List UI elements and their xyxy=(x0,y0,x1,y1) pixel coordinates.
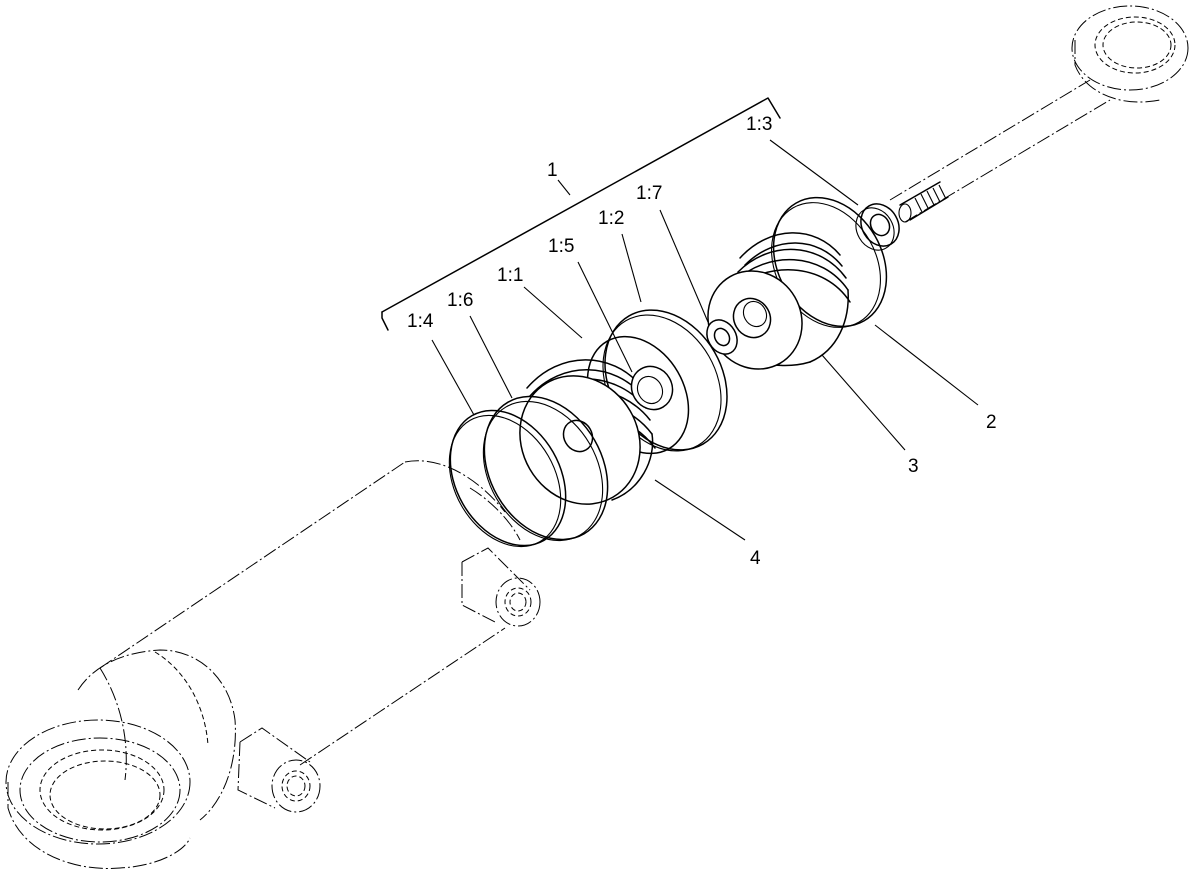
callout-3: 3 xyxy=(908,456,919,477)
item-1-7-ring xyxy=(706,319,738,355)
callout-2: 2 xyxy=(986,412,997,433)
item-1-4-ring xyxy=(448,409,567,548)
cylinder-barrel-phantom xyxy=(77,460,521,821)
callout-1: 1 xyxy=(547,160,558,181)
rear-port-fitting xyxy=(237,727,321,813)
item-1-6-ring xyxy=(482,395,609,542)
callout-labels: 1 1:4 1:6 1:1 1:5 1:2 1:7 1:3 2 3 4 xyxy=(407,114,997,569)
front-port-fitting xyxy=(461,547,541,627)
callout-1-6: 1:6 xyxy=(447,290,473,311)
item-1-5-seal xyxy=(630,365,674,411)
callout-1-4: 1:4 xyxy=(407,311,434,332)
callout-1-5: 1:5 xyxy=(548,236,574,257)
item-3-gland xyxy=(707,232,851,370)
callout-1-2: 1:2 xyxy=(598,208,624,229)
kit-bracket xyxy=(381,97,781,331)
leader-lines xyxy=(431,139,979,541)
callout-4: 4 xyxy=(750,548,761,569)
callout-1-3: 1:3 xyxy=(746,114,772,135)
callout-1-1: 1:1 xyxy=(497,265,523,286)
piston-rod-phantom xyxy=(889,5,1189,223)
callout-1-7: 1:7 xyxy=(636,183,662,204)
rear-clevis-eye-phantom xyxy=(5,719,191,869)
item-1-3-seal xyxy=(855,203,900,251)
